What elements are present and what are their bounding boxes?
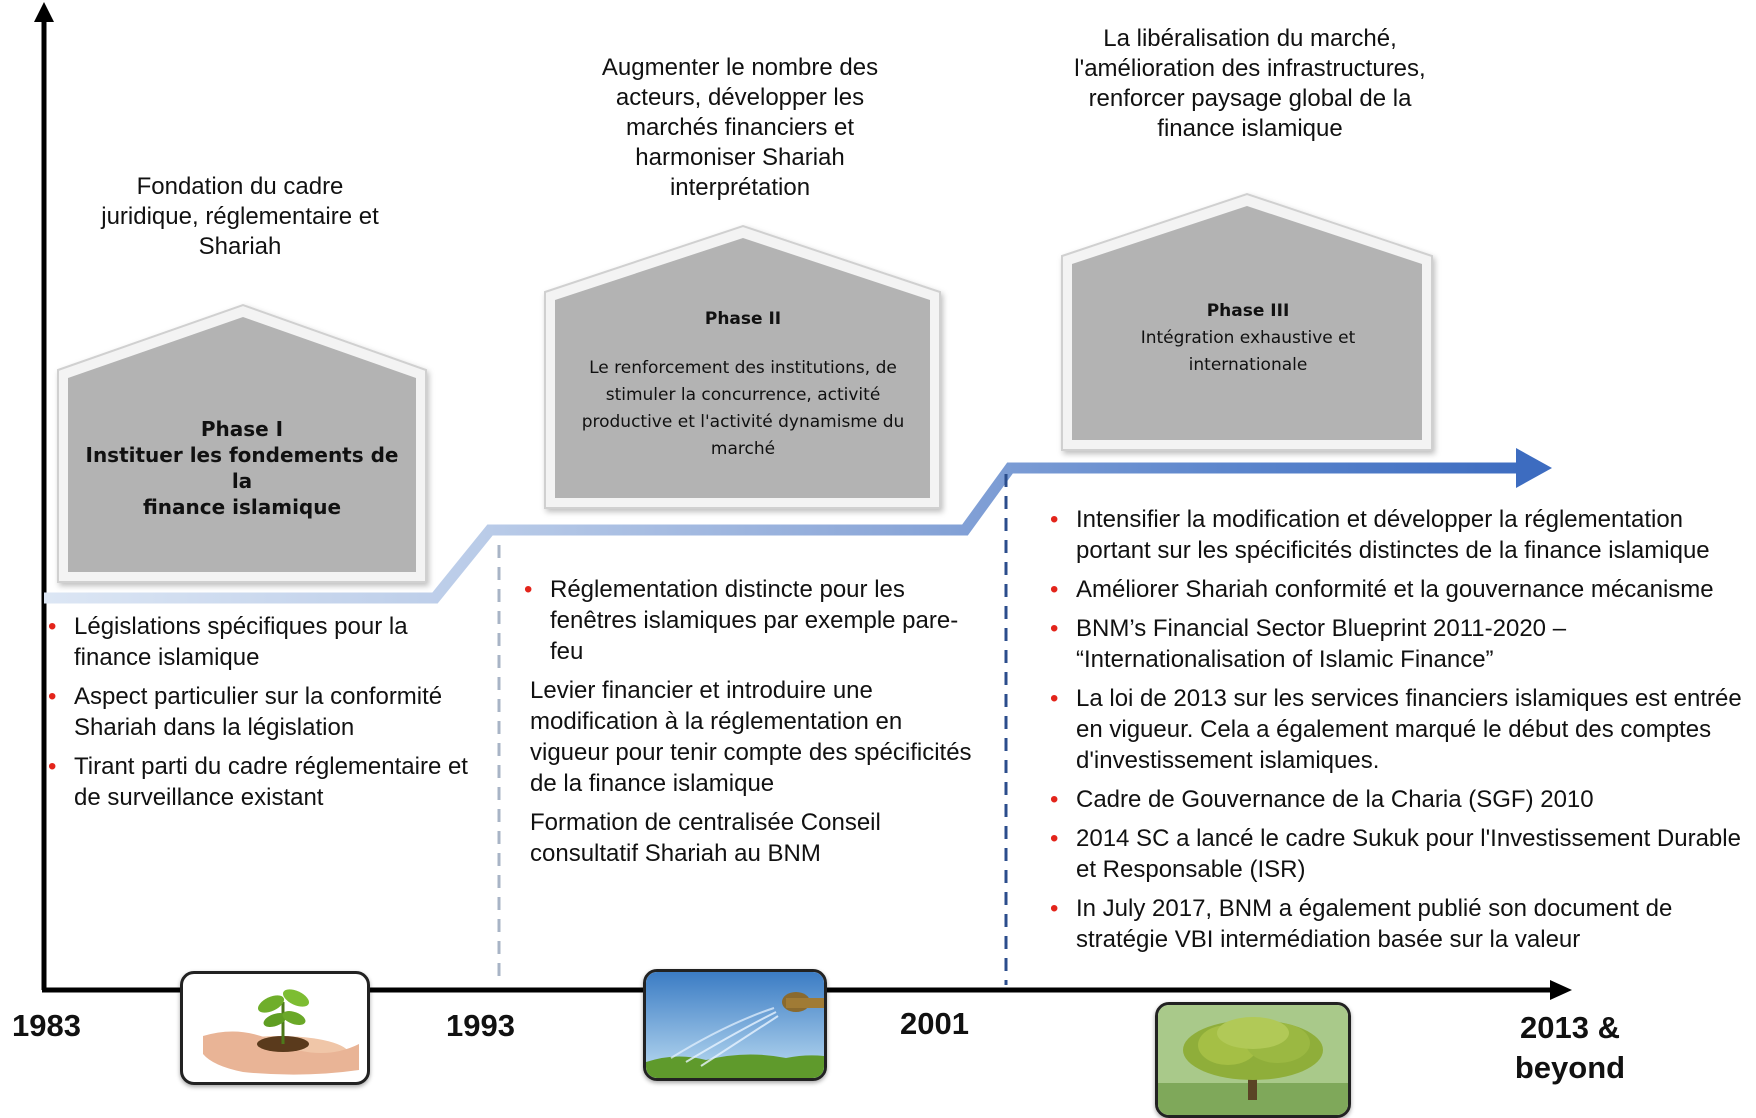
phase-subtitle-line: productive et l'activité dynamisme du [581,412,905,432]
seedling-icon [203,989,359,1075]
bullet-item: Législations spécifiques pour la finance… [46,611,476,673]
year-line: 2013 & [1520,1010,1620,1045]
goal-phase3: La libéralisation du marché, l'améliorat… [1040,24,1460,144]
goal-line: l'amélioration des infrastructures, [1074,55,1426,82]
year-2013: 2013 & beyond [1505,1008,1635,1088]
goal-line: acteurs, développer les [615,84,865,111]
bullet-item: 2014 SC a lancé le cadre Sukuk pour l'In… [1048,823,1748,885]
phase-subtitle-line: marché [710,439,776,459]
growth-arrow [44,462,1530,604]
goal-line: Augmenter le nombre des [601,54,879,81]
bullet-text: Formation de centralisée Conseil consult… [530,809,881,867]
bullet-item: In July 2017, BNM a également publié son… [1048,893,1748,955]
goal-phase2: Augmenter le nombre des acteurs, dévelop… [560,53,920,203]
tree-photo [1155,1002,1351,1118]
house-phase2 [544,224,941,509]
bullets-phase3: Intensifier la modification et développe… [1048,504,1748,963]
phase-subtitle-line: Intégration exhaustive et [1140,328,1356,348]
phase-subtitle-line: Le renforcement des institutions, de [589,358,897,378]
horizontal-axis-arrowhead [1550,980,1572,1000]
growth-arrow-head [1516,448,1552,488]
house-phase2-text: Phase II Le renforcement des institution… [560,306,926,463]
phase-subtitle-line: internationale [1188,355,1308,375]
goal-line: interprétation [669,174,811,201]
bullet-item: La loi de 2013 sur les services financie… [1048,683,1748,776]
bullet-item: Réglementation distincte pour les fenêtr… [522,574,982,667]
goal-line: marchés financiers et [625,114,855,141]
bullet-item: Cadre de Gouvernance de la Charia (SGF) … [1048,784,1748,815]
goal-line: Shariah [198,233,282,260]
phase-title: Phase III [1206,301,1290,321]
phase-subtitle-line: stimuler la concurrence, activité [605,385,881,405]
bullet-item: Améliorer Shariah conformité et la gouve… [1048,574,1748,605]
watering-can-photo [643,969,827,1081]
tree-icon [1158,1005,1348,1115]
bullet-item: Formation de centralisée Conseil consult… [522,807,982,869]
year-1983: 1983 [12,1008,81,1043]
bullets-phase2: Réglementation distincte pour les fenêtr… [522,574,982,877]
phase-title: Phase I [200,417,284,441]
phase-title: Phase II [704,309,782,329]
goal-line: finance islamique [1157,115,1343,142]
goal-line: La libéralisation du marché, [1103,25,1397,52]
house-phase3 [1061,192,1433,451]
bullet-item: Tirant parti du cadre réglementaire et d… [46,751,476,813]
year-2001: 2001 [900,1006,969,1041]
bullet-item: Intensifier la modification et développe… [1048,504,1748,566]
bullets-phase1: Législations spécifiques pour la finance… [46,611,476,821]
year-1993: 1993 [446,1008,515,1043]
watering-can-icon [646,972,824,1078]
bullet-item: Aspect particulier sur la conformité Sha… [46,681,476,743]
goal-line: harmoniser Shariah [635,144,845,171]
vertical-axis-arrowhead [34,2,54,22]
goal-line: Fondation du cadre [136,173,344,200]
bullet-text: Levier financier et introduire une modif… [530,677,972,797]
house-phase1-text: Phase I Instituer les fondements de la f… [72,416,412,520]
goal-phase1: Fondation du cadre juridique, réglementa… [70,172,410,262]
bullet-item: BNM’s Financial Sector Blueprint 2011-20… [1048,613,1748,675]
phase-subtitle-line: Instituer les fondements de la [85,443,399,493]
bullet-item: Levier financier et introduire une modif… [522,675,982,799]
goal-line: juridique, réglementaire et [101,203,379,230]
year-line: beyond [1514,1050,1626,1085]
goal-line: renforcer paysage global de la [1088,85,1412,112]
house-phase3-text: Phase III Intégration exhaustive et inte… [1080,298,1416,379]
seedling-in-hand-photo [180,971,370,1085]
phase-subtitle-line: finance islamique [142,495,342,519]
house-phase1 [57,303,427,583]
